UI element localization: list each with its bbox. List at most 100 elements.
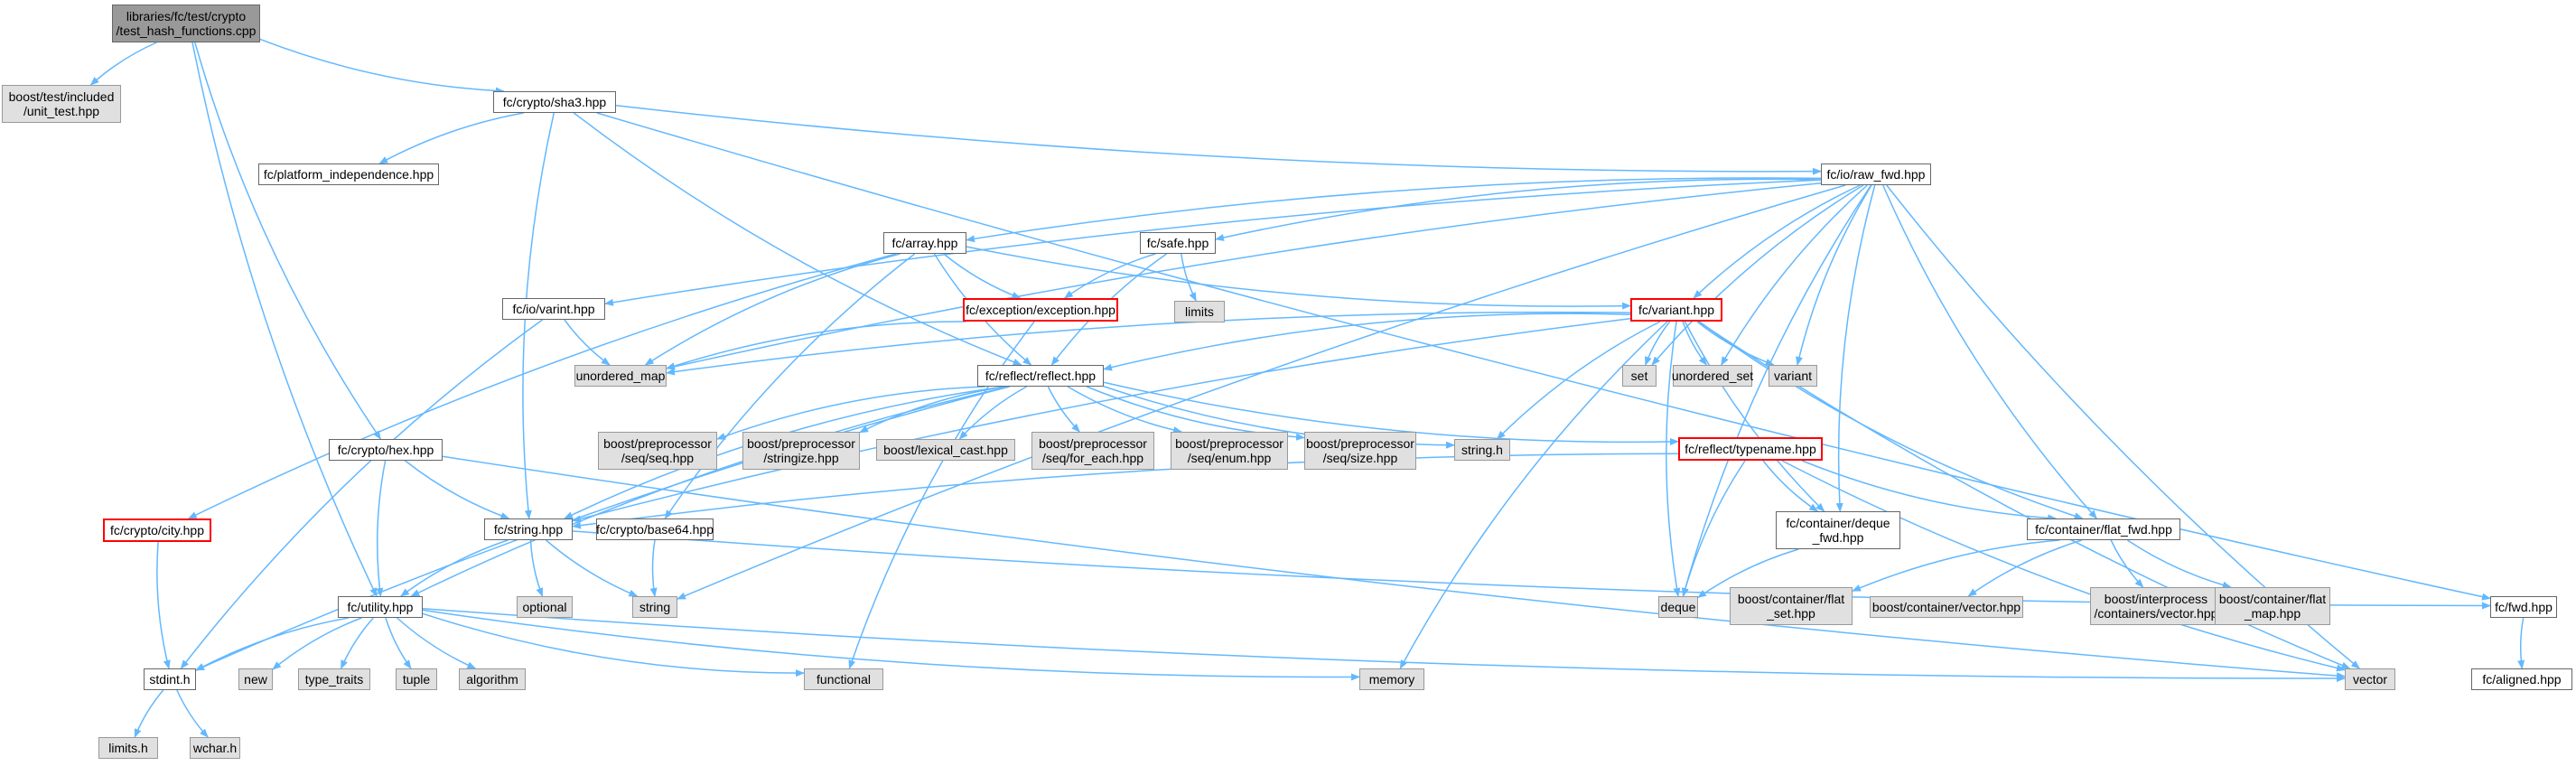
edge-typename-to-flat-fwd bbox=[1801, 460, 2058, 522]
node-exception[interactable]: fc/exception/exception.hpp bbox=[963, 298, 1118, 322]
node-interprocess-vector: boost/interprocess /containers/vector.hp… bbox=[2090, 587, 2222, 625]
edge-root-to-utility bbox=[191, 42, 378, 597]
edge-variant-to-deque-fwd bbox=[1684, 321, 1825, 512]
edge-utility-to-tuple bbox=[385, 617, 412, 669]
node-tuple: tuple bbox=[396, 668, 437, 690]
edge-reflect-to-lexical-cast bbox=[958, 386, 1027, 440]
node-new: new bbox=[238, 668, 273, 690]
edge-hex-to-vector bbox=[442, 455, 2346, 680]
node-limits: limits bbox=[1174, 301, 1225, 322]
node-stdint[interactable]: stdint.h bbox=[144, 668, 196, 690]
edge-sha3-to-reflect bbox=[573, 112, 1022, 366]
edge-utility-to-memory bbox=[422, 609, 1360, 681]
edge-utility-to-vector bbox=[422, 607, 2346, 682]
node-reflect[interactable]: fc/reflect/reflect.hpp bbox=[977, 365, 1104, 387]
node-platform[interactable]: fc/platform_independence.hpp bbox=[258, 163, 439, 185]
edge-fc-string-to-string bbox=[546, 539, 639, 597]
edge-sha3-to-fwd bbox=[596, 112, 2491, 601]
edge-root-to-hex bbox=[194, 42, 382, 440]
edge-typename-to-deque-fwd bbox=[1762, 460, 1819, 512]
node-pp-enum: boost/preprocessor /seq/enum.hpp bbox=[1171, 432, 1288, 470]
edge-safe-to-limits bbox=[1181, 253, 1197, 302]
node-pp-for-each: boost/preprocessor /seq/for_each.hpp bbox=[1031, 432, 1154, 470]
node-safe[interactable]: fc/safe.hpp bbox=[1140, 232, 1216, 254]
node-unit-test: boost/test/included /unit_test.hpp bbox=[2, 85, 121, 123]
node-base64[interactable]: fc/crypto/base64.hpp bbox=[596, 518, 714, 540]
node-aligned[interactable]: fc/aligned.hpp bbox=[2471, 668, 2572, 690]
node-type-traits: type_traits bbox=[298, 668, 370, 690]
node-typename[interactable]: fc/reflect/typename.hpp bbox=[1678, 437, 1823, 461]
edge-hex-to-fc-string bbox=[405, 460, 510, 519]
edge-variant-to-reflect bbox=[1103, 313, 1631, 371]
edge-fc-string-to-optional bbox=[529, 539, 544, 597]
edge-typename-to-deque bbox=[1682, 460, 1746, 597]
edge-variant-to-deque bbox=[1666, 321, 1681, 597]
edge-fc-string-to-utility bbox=[400, 539, 509, 597]
edge-base64-to-string bbox=[649, 539, 658, 597]
edge-raw-fwd-to-unordered-map bbox=[666, 182, 1822, 370]
node-raw-fwd[interactable]: fc/io/raw_fwd.hpp bbox=[1821, 163, 1931, 185]
edge-flat-fwd-to-flat-map bbox=[2126, 539, 2232, 589]
edge-reflect-to-pp-seq bbox=[716, 386, 985, 440]
node-hex[interactable]: fc/crypto/hex.hpp bbox=[329, 439, 443, 461]
node-memory: memory bbox=[1359, 668, 1424, 690]
edge-raw-fwd-to-safe bbox=[1215, 178, 1822, 241]
node-pp-stringize: boost/preprocessor /stringize.hpp bbox=[742, 432, 860, 470]
node-wchar: wchar.h bbox=[190, 737, 240, 759]
node-string: string bbox=[632, 596, 677, 618]
node-vector: vector bbox=[2345, 668, 2395, 690]
edge-typename-to-fc-string bbox=[572, 453, 1679, 529]
edge-deque-fwd-to-deque bbox=[1697, 548, 1799, 599]
edge-reflect-to-typename bbox=[1103, 381, 1679, 445]
node-variant-std: variant bbox=[1769, 365, 1817, 387]
edge-raw-fwd-to-deque bbox=[1682, 184, 1872, 597]
edge-exception-to-unordered-map bbox=[666, 321, 966, 370]
edge-array-to-city bbox=[187, 253, 897, 519]
node-fwd[interactable]: fc/fwd.hpp bbox=[2490, 596, 2557, 618]
node-flat-fwd[interactable]: fc/container/flat_fwd.hpp bbox=[2027, 518, 2180, 540]
edge-fwd-to-aligned bbox=[2517, 617, 2525, 669]
node-pp-seq: boost/preprocessor /seq/seq.hpp bbox=[598, 432, 717, 470]
node-functional: functional bbox=[804, 668, 883, 690]
edge-hex-to-utility bbox=[376, 460, 387, 597]
edge-variant-to-unordered-set bbox=[1682, 321, 1708, 366]
node-lexical-cast: boost/lexical_cast.hpp bbox=[876, 439, 1015, 461]
node-set: set bbox=[1622, 365, 1657, 387]
edge-io-varint-to-unordered-map bbox=[564, 319, 611, 366]
edge-array-to-unordered-map bbox=[644, 253, 901, 366]
edge-variant-to-flat-fwd bbox=[1698, 321, 2084, 520]
edge-reflect-to-stdint bbox=[195, 386, 1010, 671]
node-flat-map: boost/container/flat _map.hpp bbox=[2215, 587, 2330, 625]
edge-io-varint-to-stdint bbox=[180, 319, 543, 669]
edge-raw-fwd-to-deque-fwd bbox=[1835, 184, 1876, 512]
edge-raw-fwd-to-unordered-set bbox=[1721, 184, 1868, 366]
node-limits-h: limits.h bbox=[98, 737, 158, 759]
node-utility[interactable]: fc/utility.hpp bbox=[338, 596, 423, 618]
node-variant[interactable]: fc/variant.hpp bbox=[1630, 298, 1722, 322]
node-array[interactable]: fc/array.hpp bbox=[883, 232, 966, 254]
edge-utility-to-stdint bbox=[195, 617, 350, 671]
edge-sha3-to-raw-fwd bbox=[615, 104, 1822, 175]
node-deque-fwd[interactable]: fc/container/deque _fwd.hpp bbox=[1776, 511, 1900, 549]
edge-sha3-to-platform bbox=[378, 112, 524, 164]
node-algorithm: algorithm bbox=[459, 668, 526, 690]
node-deque: deque bbox=[1658, 596, 1698, 618]
node-root: libraries/fc/test/crypto /test_hash_func… bbox=[112, 5, 260, 42]
edge-variant-to-unordered-map bbox=[666, 311, 1631, 376]
edge-typename-to-vector bbox=[1781, 460, 2346, 672]
node-fc-string[interactable]: fc/string.hpp bbox=[484, 518, 573, 540]
edge-variant-to-fc-string bbox=[572, 318, 1631, 523]
edge-flat-fwd-to-container-vector bbox=[1967, 539, 2082, 597]
edge-root-to-sha3 bbox=[259, 38, 505, 95]
node-io-varint[interactable]: fc/io/varint.hpp bbox=[502, 298, 605, 320]
edge-utility-to-functional bbox=[422, 612, 805, 677]
edge-safe-to-exception bbox=[1063, 253, 1156, 299]
edge-variant-to-memory bbox=[1399, 321, 1668, 669]
edge-utility-to-algorithm bbox=[397, 617, 477, 669]
node-sha3[interactable]: fc/crypto/sha3.hpp bbox=[493, 91, 616, 113]
edge-array-to-variant bbox=[966, 246, 1631, 310]
edge-flat-fwd-to-interprocess-vector bbox=[2110, 539, 2144, 588]
node-city[interactable]: fc/crypto/city.hpp bbox=[103, 518, 211, 542]
edge-raw-fwd-to-array bbox=[966, 177, 1822, 243]
node-flat-set: boost/container/flat _set.hpp bbox=[1730, 587, 1853, 625]
